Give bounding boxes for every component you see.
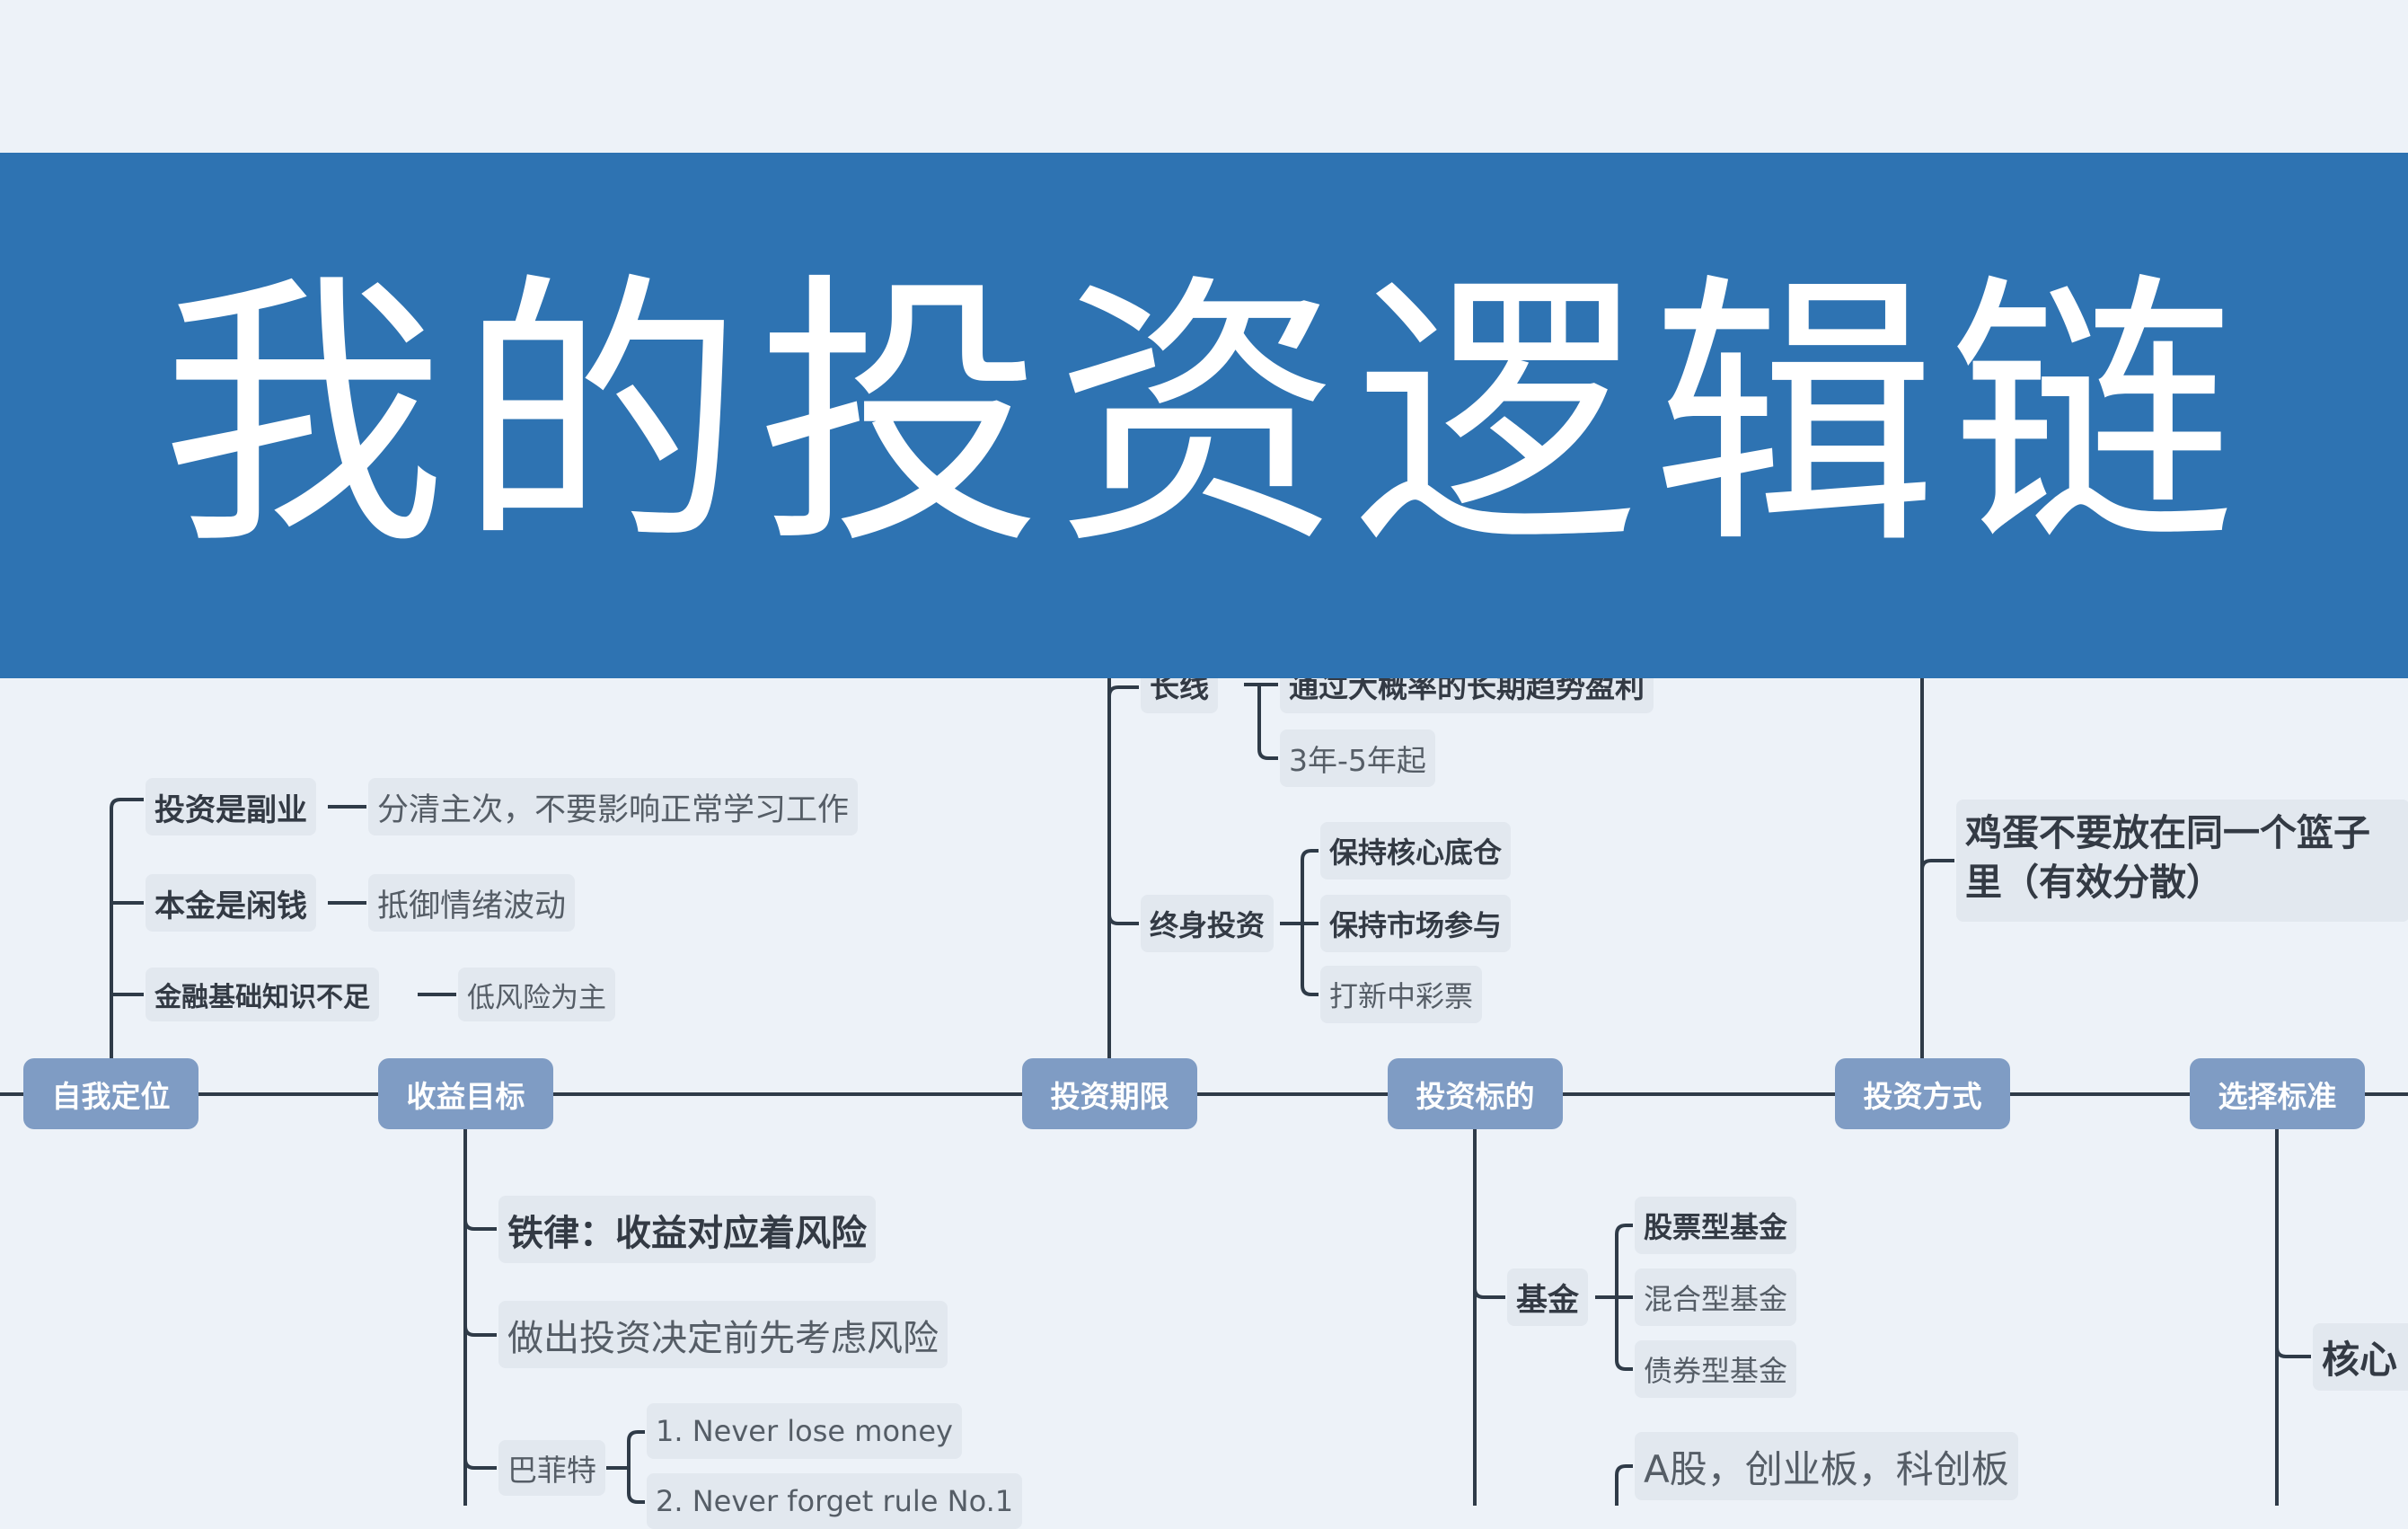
buffett-rule-2[interactable]: 2. Never forget rule No.1 — [647, 1473, 1023, 1529]
fund-bond-type[interactable]: 债券型基金 — [1635, 1340, 1797, 1398]
connector-line — [627, 1468, 645, 1504]
connector-line — [463, 1325, 497, 1337]
connector-line — [1473, 1287, 1505, 1299]
criteria-core[interactable]: 核心 — [2313, 1323, 2408, 1391]
fund-stock-type[interactable]: 股票型基金 — [1635, 1197, 1797, 1254]
self-side-job[interactable]: 投资是副业 — [146, 778, 316, 835]
connector-line — [1920, 859, 1954, 871]
self-spare-money-note[interactable]: 抵御情绪波动 — [368, 874, 576, 932]
connector-line — [1615, 1464, 1633, 1506]
connector-line — [627, 1430, 645, 1468]
main-node-investment-target[interactable]: 投资标的 — [1388, 1058, 1563, 1129]
lifetime-ipo-lottery[interactable]: 打新中彩票 — [1320, 966, 1483, 1023]
period-lifetime[interactable]: 终身投资 — [1141, 895, 1275, 952]
target-stock-boards[interactable]: A股，创业板，科创板 — [1635, 1432, 2018, 1500]
self-knowledge-gap-note[interactable]: 低风险为主 — [458, 968, 615, 1021]
connector-line — [1257, 685, 1278, 760]
connector-line — [463, 1219, 497, 1231]
return-risk-first[interactable]: 做出投资决定前先考虑风险 — [498, 1301, 948, 1368]
return-buffett[interactable]: 巴菲特 — [498, 1440, 605, 1496]
connector-line — [463, 1458, 497, 1470]
main-node-investment-method[interactable]: 投资方式 — [1835, 1058, 2010, 1129]
lifetime-market-participation[interactable]: 保持市场参与 — [1320, 895, 1512, 952]
main-node-self-position[interactable]: 自我定位 — [23, 1058, 198, 1129]
fund-mixed-type[interactable]: 混合型基金 — [1635, 1268, 1797, 1326]
title-banner: 我的投资逻辑链 — [0, 153, 2408, 678]
main-node-selection-criteria[interactable]: 选择标准 — [2190, 1058, 2365, 1129]
connector-line — [2275, 1347, 2311, 1358]
main-node-return-target[interactable]: 收益目标 — [378, 1058, 553, 1129]
connector-line — [1615, 1297, 1633, 1371]
self-knowledge-gap[interactable]: 金融基础知识不足 — [146, 968, 379, 1021]
period-long-years[interactable]: 3年-5年起 — [1280, 729, 1435, 787]
lifetime-core-position[interactable]: 保持核心底仓 — [1320, 822, 1512, 879]
self-spare-money[interactable]: 本金是闲钱 — [146, 874, 316, 932]
buffett-rule-1[interactable]: 1. Never lose money — [647, 1403, 962, 1459]
self-side-job-note[interactable]: 分清主次，不要影响正常学习工作 — [368, 778, 859, 835]
method-diversify[interactable]: 鸡蛋不要放在同一个篮子里（有效分散） — [1956, 800, 2408, 922]
target-fund[interactable]: 基金 — [1507, 1268, 1589, 1326]
connector-line — [1301, 849, 1319, 924]
return-iron-rule[interactable]: 铁律：收益对应着风险 — [498, 1196, 876, 1263]
connector-line — [110, 798, 144, 1058]
page-title: 我的投资逻辑链 — [160, 249, 2248, 582]
connector-line — [1107, 685, 1139, 697]
connector-line — [1615, 1224, 1633, 1297]
connector-line — [1107, 914, 1139, 925]
connector-line — [1301, 924, 1319, 996]
main-node-investment-period[interactable]: 投资期限 — [1022, 1058, 1197, 1129]
